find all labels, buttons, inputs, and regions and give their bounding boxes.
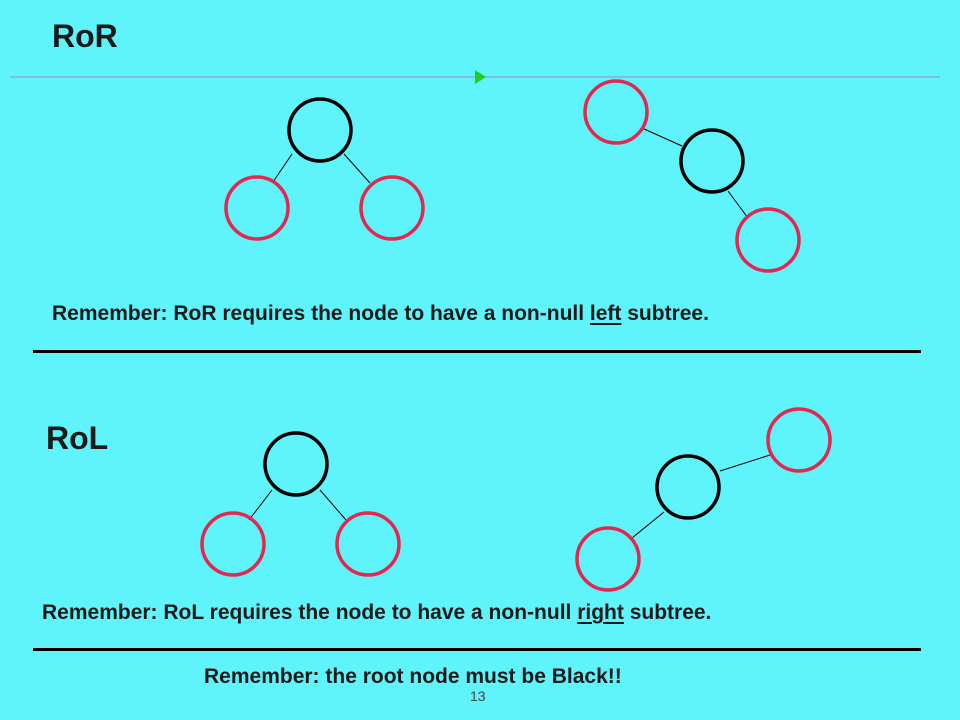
red-node xyxy=(766,407,832,473)
tree-edge xyxy=(272,153,293,183)
tree-edge xyxy=(631,511,665,539)
tree-edge xyxy=(719,454,771,472)
red-node xyxy=(200,511,266,577)
section-title-ror: RoR xyxy=(52,18,118,54)
black-node xyxy=(263,431,329,497)
ror-tree-before xyxy=(224,97,425,241)
play-marker-icon xyxy=(475,70,486,84)
tree-edge xyxy=(248,489,273,521)
tree-edge xyxy=(319,489,347,521)
page-number: 13 xyxy=(470,688,486,704)
rol-tree-before xyxy=(200,431,401,577)
rol-reminder-text: Remember: RoL requires the node to have … xyxy=(42,601,711,625)
red-node xyxy=(583,79,649,145)
rol-tree-after xyxy=(575,407,832,592)
ror-reminder-emphasis: left xyxy=(589,302,622,325)
red-node xyxy=(735,207,801,273)
red-node xyxy=(575,526,641,592)
red-node xyxy=(224,175,290,241)
ror-reminder-suffix: subtree. xyxy=(621,302,709,325)
ror-reminder-prefix: Remember: RoR requires the node to have … xyxy=(52,302,590,325)
root-black-reminder: Remember: the root node must be Black!! xyxy=(204,665,622,688)
black-node xyxy=(655,454,721,520)
rol-reminder-emphasis: right xyxy=(577,601,624,624)
tree-edge xyxy=(727,190,749,219)
section-divider xyxy=(33,350,921,353)
black-node xyxy=(679,128,745,194)
footer-divider xyxy=(33,648,921,651)
rol-reminder-suffix: subtree. xyxy=(623,601,712,624)
ror-reminder-text: Remember: RoR requires the node to have … xyxy=(52,302,709,326)
red-node xyxy=(359,175,425,241)
red-node xyxy=(335,511,401,577)
section-title-rol: RoL xyxy=(46,420,109,456)
tree-edge xyxy=(343,153,371,184)
ror-tree-after xyxy=(583,79,801,273)
rol-reminder-prefix: Remember: RoL requires the node to have … xyxy=(42,601,578,624)
tree-edge xyxy=(641,127,683,147)
black-node xyxy=(287,97,353,163)
